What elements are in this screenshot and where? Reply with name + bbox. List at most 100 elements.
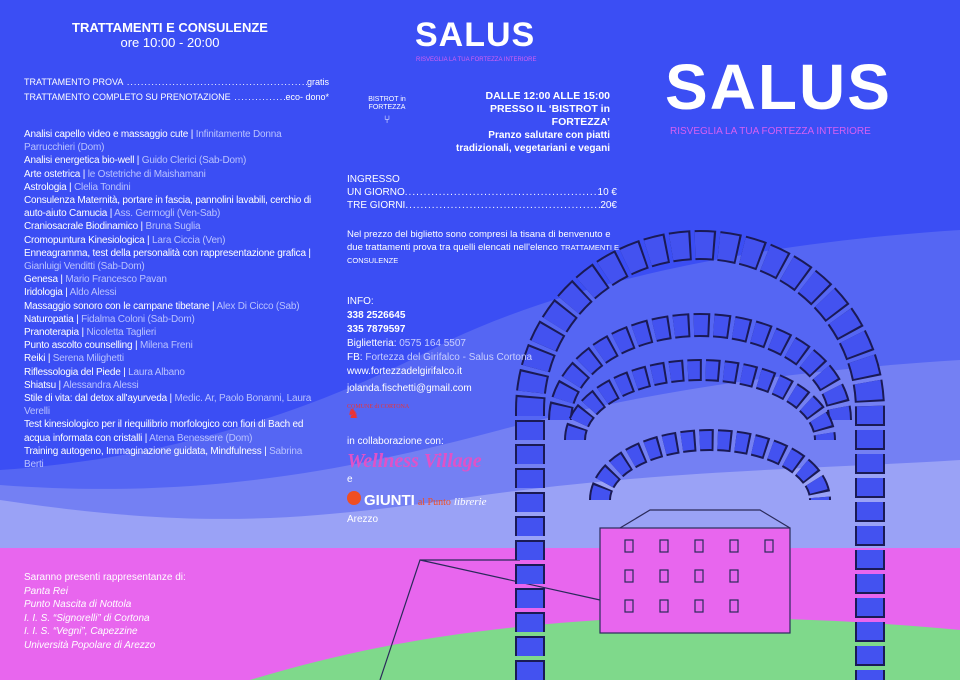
price-row: TRATTAMENTO COMPLETO SU PRENOTAZIONE ...… — [24, 92, 329, 102]
fortress-building — [379, 509, 791, 680]
treatment-provider: le Ostetriche di Maishamani — [87, 168, 206, 180]
stone-arches — [515, 230, 885, 680]
bistrot-logo: BISTROT in FORTEZZA ⑂ — [362, 96, 412, 126]
treatment-item: Stile di vita: dal detox all'ayurveda | … — [24, 393, 312, 418]
comune-logo-text: COMUNE di CORTONA — [347, 404, 409, 410]
lunch-desc: Pranzo salutare con piatti — [488, 130, 610, 141]
treatment-provider: Nicoletta Taglieri — [86, 327, 157, 339]
tagline-small: RISVEGLIA LA TUA FORTEZZA INTERIORE — [416, 57, 537, 63]
phone[interactable]: 335 7879597 — [347, 324, 406, 335]
fork-glass-icon: ⑂ — [383, 114, 391, 126]
ticket-label: UN GIORNO — [347, 187, 405, 198]
fb-label: FB: — [347, 352, 363, 363]
salus-logo-large: SALUS — [665, 51, 892, 123]
treatment-item: Riflessologia del Piede | Laura Albano — [24, 366, 185, 378]
treatment-name: Reiki — [24, 353, 46, 365]
treatment-item: Iridologia | Aldo Alessi — [24, 287, 117, 299]
giunti-name: GIUNTI — [364, 492, 415, 509]
reps-title: Saranno presenti rappresentanze di: — [24, 572, 186, 583]
treatment-provider: Laura Albano — [128, 366, 185, 378]
giunti-lib: librerie — [453, 496, 487, 508]
lion-icon: ♞ — [347, 407, 360, 422]
treatments-header: TRATTAMENTI E CONSULENZE ore 10:00 - 20:… — [20, 20, 320, 50]
treatment-name: Craniosacrale Biodinamico — [24, 221, 138, 233]
website-link[interactable]: www.fortezzadelgirifalco.it — [347, 366, 463, 377]
ticket-row: UN GIORNO...............................… — [347, 186, 617, 199]
email-link[interactable]: jolanda.fischetti@gmail.com — [347, 383, 472, 394]
treatment-provider: Infinitamente Donna Parrucchieri (Dom) — [24, 129, 282, 154]
treatment-provider: Mario Francesco Pavan — [65, 274, 167, 286]
treatment-item: Analisi capello video e massaggio cute |… — [24, 129, 282, 154]
ingresso-label: INGRESSO — [347, 174, 400, 185]
giunti-logo: GIUNTI al Punto librerie — [347, 491, 532, 510]
treatment-name: Naturopatia — [24, 313, 74, 325]
comune-cortona-logo: COMUNE di CORTONA ♞ — [347, 404, 417, 422]
representatives: Saranno presenti rappresentanze di: Pant… — [24, 571, 186, 652]
treatment-name: Iridologia — [24, 287, 63, 299]
treatment-name: Massaggio sonoro con le campane tibetane — [24, 300, 210, 312]
treatment-item: Arte ostetrica | le Ostetriche di Maisha… — [24, 168, 206, 180]
phone[interactable]: 338 2526645 — [347, 310, 406, 321]
city: Arezzo — [347, 514, 379, 525]
lunch-info: DALLE 12:00 ALLE 15:00 PRESSO IL ‘BISTRO… — [440, 90, 610, 155]
note-caps: TRATTAMENTI E CONSULENZE — [347, 243, 620, 265]
ticket-prices: INGRESSO UN GIORNO......................… — [347, 173, 617, 212]
salus-logo-small: SALUS — [415, 16, 536, 54]
treatment-item: Training autogeno, Immaginazione guidata… — [24, 445, 303, 471]
treatment-name: Training autogeno, Immaginazione guidata… — [24, 445, 262, 457]
price-label: TRATTAMENTO COMPLETO SU PRENOTAZIONE — [24, 92, 231, 102]
dot-leader: ........................................… — [405, 200, 600, 211]
treatment-item: Pranoterapia | Nicoletta Taglieri — [24, 327, 157, 339]
tagline-large: RISVEGLIA LA TUA FORTEZZA INTERIORE — [670, 126, 871, 137]
treatment-provider: Sabrina Berti — [24, 445, 303, 471]
treatment-provider: Atena Benessere (Dom) — [149, 432, 253, 444]
giunti-g-icon — [347, 491, 361, 505]
treatment-provider: Alessandra Alessi — [62, 379, 139, 391]
treatment-name: Cromopuntura Kinesiologica — [24, 234, 145, 246]
facebook: FB: Fortezza del Girifalco - Salus Corto… — [347, 351, 532, 365]
rep-item: I. I. S. “Vegni”, Capezzine — [24, 626, 138, 637]
treatment-item: Enneagramma, test della personalità con … — [24, 247, 311, 273]
treatment-provider: Guido Clerici (Sab-Dom) — [141, 155, 247, 167]
treatment-name: Pranoterapia — [24, 327, 79, 339]
treatment-provider: Milena Freni — [139, 340, 193, 352]
dot-leader: ........................................… — [126, 77, 307, 87]
treatment-name: Shiatsu — [24, 379, 56, 391]
fb-page[interactable]: Fortezza del Girifalco - Salus Cortona — [365, 352, 533, 363]
treatment-item: Analisi energetica bio-well | Guido Cler… — [24, 155, 247, 167]
treatment-item: Massaggio sonoro con le campane tibetane… — [24, 300, 300, 312]
rep-item: Università Popolare di Arezzo — [24, 639, 156, 651]
lunch-place: PRESSO IL ‘BISTROT in FORTEZZA’ — [490, 103, 610, 128]
ticket-price: 20€ — [600, 200, 617, 211]
ticket-row: TRE GIORNI..............................… — [347, 199, 617, 212]
wellness-village-logo: Wellness Village — [347, 450, 482, 472]
and-text: e — [347, 474, 353, 485]
lunch-desc: tradizionali, vegetariani e vegani — [456, 143, 610, 154]
treatment-provider: Lara Ciccia (Ven) — [152, 234, 226, 246]
biglietteria-label: Biglietteria: — [347, 338, 397, 349]
treatment-name: Consulenza Maternità, portare in fascia,… — [24, 195, 312, 220]
treatments-title: TRATTAMENTI E CONSULENZE — [72, 20, 268, 35]
treatment-item: Punto ascolto counselling | Milena Freni — [24, 340, 193, 352]
biglietteria: Biglietteria: 0575 164 5507 — [347, 337, 532, 351]
ticket-price: 10 € — [597, 187, 617, 198]
treatment-item: Shiatsu | Alessandra Alessi — [24, 379, 139, 391]
treatment-provider: Medic. Ar, Paolo Bonanni, Laura Verelli — [24, 393, 312, 418]
treatment-name: Enneagramma, test della personalità con … — [24, 247, 306, 259]
rep-item: Punto Nascita di Nottola — [24, 599, 132, 610]
price-label: TRATTAMENTO PROVA — [24, 77, 124, 87]
lunch-time: DALLE 12:00 ALLE 15:00 — [485, 90, 610, 102]
dot-leader: ........................................… — [404, 187, 598, 198]
treatment-name: Analisi energetica bio-well — [24, 155, 135, 167]
biglietteria-phone[interactable]: 0575 164 5507 — [399, 338, 466, 349]
treatment-name: Astrologia — [24, 181, 70, 193]
treatments-hours: ore 10:00 - 20:00 — [120, 35, 220, 50]
treatment-item: Craniosacrale Biodinamico | Bruna Suglia — [24, 221, 201, 233]
note-text: Nel prezzo del biglietto sono compresi l… — [347, 229, 611, 253]
treatment-provider: Gianluigi Venditti (Sab-Dom) — [24, 261, 145, 273]
bistrot-logo-text: BISTROT in FORTEZZA — [368, 96, 406, 111]
treatment-name: Test kinesiologico per il riequilibrio m… — [24, 419, 304, 444]
treatment-name: Punto ascolto counselling — [24, 340, 133, 352]
dot-leader: ........................................… — [234, 92, 285, 102]
treatment-provider: Ass. Germogli (Ven-Sab) — [114, 208, 221, 220]
